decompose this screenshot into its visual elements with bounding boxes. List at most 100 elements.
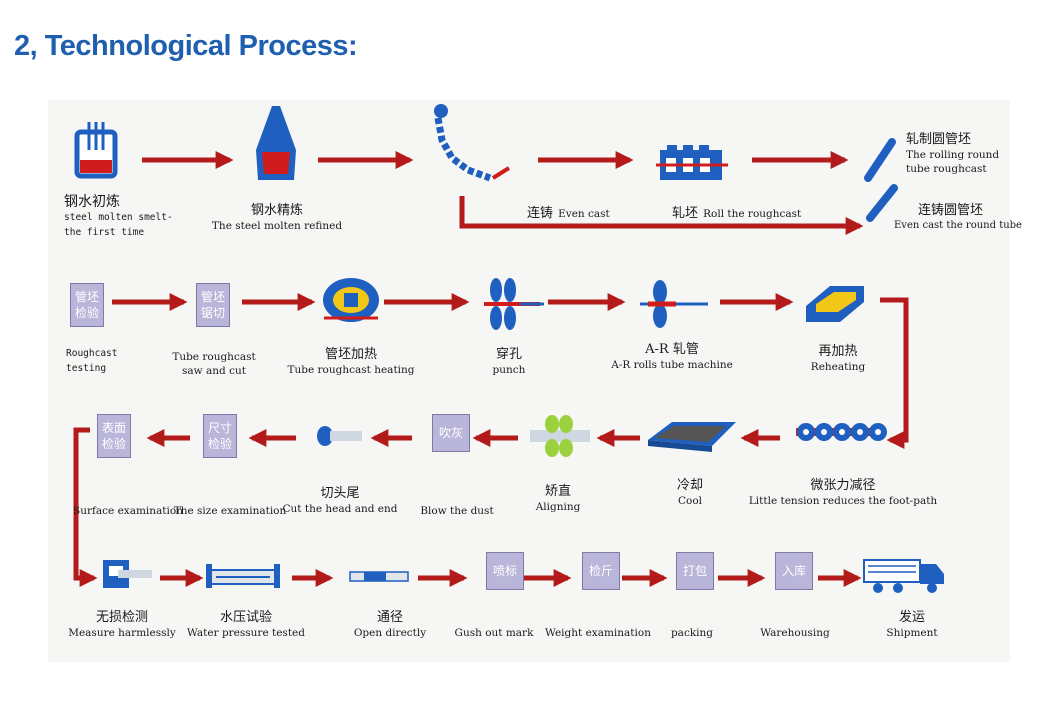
step-cut-head: 切头尾 Cut the head and end — [283, 486, 398, 516]
step-cool-zh: 冷却 — [676, 478, 704, 493]
step-aligning-en: Aligning — [535, 501, 581, 513]
step-measure: 无损检测 Measure harmlessly — [68, 610, 176, 640]
step-cast-round: 连铸圆管坯 Even cast the round tube — [894, 203, 1022, 233]
step-saw-cut-en: Tube roughcast — [172, 351, 256, 363]
step-water-en: Water pressure tested — [187, 627, 305, 639]
saw-cut-box: 管坯锯切 — [196, 283, 230, 327]
step-water: 水压试验 Water pressure tested — [187, 610, 305, 640]
reheating-furnace-icon — [806, 286, 864, 322]
step-refine: 钢水精炼 The steel molten refined — [212, 203, 342, 233]
step-packing-en: packing — [670, 627, 714, 639]
size-exam-box: 尺寸检验 — [203, 414, 237, 458]
step-tension: 微张力减径 Little tension reduces the foot-pa… — [749, 478, 937, 508]
step-even-cast: 连铸 Even cast — [527, 202, 610, 222]
step-cool-en: Cool — [677, 495, 703, 507]
step-packing: packing — [671, 626, 713, 640]
step-shipment: 发运 Shipment — [886, 610, 937, 640]
step-smelt: 钢水初炼 steel molten smelt- the first time — [64, 194, 173, 240]
step-heating: 管坯加热 Tube roughcast heating — [287, 347, 414, 377]
ring-furnace-icon — [323, 278, 379, 322]
step-blow-dust: Blow the dust — [420, 504, 493, 518]
step-shipment-en: Shipment — [886, 627, 938, 639]
step-surface-exam-en: Surface examination — [73, 505, 183, 517]
flow-arrow — [459, 196, 864, 235]
surface-exam-box: 表面检验 — [97, 414, 131, 458]
weight-box: 检斤 — [582, 552, 620, 590]
step-warehousing: Warehousing — [760, 626, 829, 640]
step-measure-en: Measure harmlessly — [68, 627, 176, 639]
step-roll-zh: 轧坯 — [672, 206, 699, 221]
step-measure-zh: 无损检测 — [95, 610, 148, 625]
step-gush-en: Gush out mark — [454, 627, 534, 639]
step-punch-zh: 穿孔 — [495, 347, 523, 362]
step-saw-cut: Tube roughcast saw and cut — [172, 350, 255, 378]
ndt-icon — [103, 560, 152, 588]
reducing-mill-icon — [796, 423, 887, 441]
step-surface-exam: Surface examination — [73, 504, 183, 518]
step-ar-rolls: A-R 轧管 A-R rolls tube machine — [611, 342, 733, 372]
straightener-icon — [530, 415, 590, 457]
step-ar-rolls-en: A-R rolls tube machine — [611, 359, 733, 371]
step-weight-en: Weight examination — [545, 627, 651, 639]
step-cut-head-en: Cut the head and end — [282, 503, 398, 515]
step-cool: 冷却 Cool — [677, 478, 703, 508]
gush-mark-box: 喷标 — [486, 552, 524, 590]
step-tension-en: Little tension reduces the foot-path — [748, 495, 938, 507]
step-heating-en: Tube roughcast heating — [287, 364, 415, 376]
step-open-zh: 通径 — [376, 610, 404, 625]
flow-arrow — [880, 297, 909, 449]
step-reheating: 再加热 Reheating — [811, 344, 865, 374]
round-bar-icon — [864, 138, 896, 182]
step-even-cast-zh: 连铸 — [527, 206, 554, 221]
step-cut-head-zh: 切头尾 — [320, 486, 360, 501]
furnace-icon — [74, 122, 118, 179]
step-aligning-zh: 矫直 — [544, 484, 571, 499]
step-cast-round-en: Even cast the round tube — [894, 220, 1022, 231]
step-smelt-zh: 钢水初炼 — [64, 194, 120, 210]
step-rolled-round-en: The rolling round — [906, 149, 1000, 161]
step-punch: 穿孔 punch — [493, 347, 526, 377]
roughcast-testing-box: 管坯检验 — [70, 283, 104, 327]
blow-dust-box: 吹灰 — [432, 414, 470, 452]
step-tension-zh: 微张力减径 — [810, 478, 876, 493]
step-open: 通径 Open directly — [354, 610, 426, 640]
step-even-cast-en: Even cast — [558, 208, 610, 220]
hydro-tester-icon — [206, 564, 280, 588]
step-roughcast-testing-en: Roughcast — [66, 348, 118, 359]
step-cast-round-zh: 连铸圆管坯 — [918, 203, 984, 218]
step-roughcast-testing-en2: testing — [66, 363, 107, 374]
continuous-caster-icon — [434, 104, 511, 182]
step-size-exam-en: The size examination — [173, 505, 287, 517]
step-rolled-round: 轧制圆管坯 The rolling round tube roughcast — [906, 132, 999, 176]
rolling-mill-icon — [656, 145, 728, 180]
step-roll-en: Roll the roughcast — [703, 208, 802, 220]
step-weight: Weight examination — [545, 626, 651, 640]
step-shipment-zh: 发运 — [898, 610, 925, 625]
step-warehousing-en: Warehousing — [760, 627, 830, 639]
warehousing-box: 入库 — [775, 552, 813, 590]
step-punch-en: punch — [492, 364, 526, 376]
piercing-mill-icon — [484, 278, 544, 330]
step-open-en: Open directly — [353, 627, 427, 639]
step-size-exam: The size examination — [174, 504, 287, 518]
flow-arrow — [73, 427, 98, 587]
step-aligning: 矫直 Aligning — [536, 484, 581, 514]
step-reheating-zh: 再加热 — [818, 344, 858, 359]
step-rolled-round-zh: 轧制圆管坯 — [906, 132, 972, 147]
step-smelt-en: steel molten smelt- — [64, 212, 173, 223]
step-roughcast-testing: Roughcast testing — [66, 346, 117, 376]
page-title: 2, Technological Process: — [14, 30, 358, 62]
step-reheating-en: Reheating — [810, 361, 866, 373]
tube-mill-icon — [640, 280, 708, 328]
drift-gauge-icon — [349, 571, 409, 582]
step-roll: 轧坯 Roll the roughcast — [672, 202, 801, 222]
step-smelt-en2: the first time — [64, 227, 145, 238]
round-bar-icon — [866, 184, 898, 222]
step-blow-dust-en: Blow the dust — [420, 505, 494, 517]
step-rolled-round-en2: tube roughcast — [906, 163, 987, 175]
step-saw-cut-en2: saw and cut — [182, 365, 246, 377]
saw-icon — [317, 426, 362, 446]
step-refine-en: The steel molten refined — [211, 220, 343, 232]
packing-box: 打包 — [676, 552, 714, 590]
